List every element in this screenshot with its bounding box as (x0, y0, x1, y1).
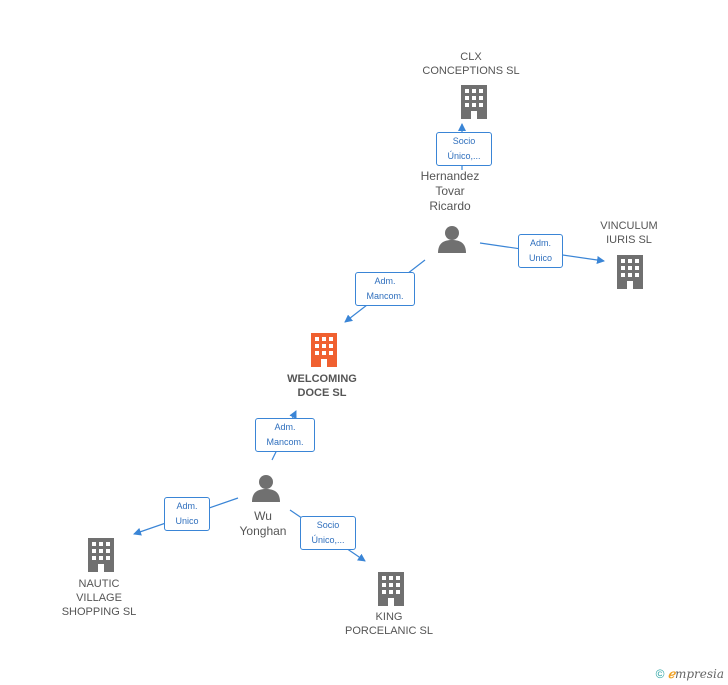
node-label-clx[interactable]: CLX CONCEPTIONS SL (422, 51, 520, 77)
edge-tag-hernandez-clx[interactable]: Socio Único,... (436, 132, 492, 166)
node-label-welcoming[interactable]: WELCOMING DOCE SL (287, 373, 357, 399)
node-label-nautic[interactable]: NAUTIC VILLAGE SHOPPING SL (61, 578, 137, 618)
building-icon[interactable] (376, 572, 406, 606)
edge-tag-hernandez-welcoming[interactable]: Adm. Mancom. (355, 272, 415, 306)
edge-tag-hernandez-vinculum[interactable]: Adm. Unico (518, 234, 563, 268)
brand-logo-text: mpresia (674, 667, 724, 681)
brand-logo-e: ℯ (667, 667, 675, 681)
node-label-king[interactable]: KING PORCELANIC SL (344, 611, 434, 637)
copyright-symbol: © (655, 667, 665, 681)
node-label-vinculum[interactable]: VINCULUM IURIS SL (600, 220, 658, 246)
footer-brand: © ℯmpresia (656, 667, 724, 681)
brand-logo: ℯmpresia (668, 667, 724, 681)
person-icon[interactable] (251, 474, 281, 502)
node-label-wu[interactable]: Wu Yonghan (239, 509, 287, 538)
edge-tag-wu-welcoming[interactable]: Adm. Mancom. (255, 418, 315, 452)
building-icon[interactable] (86, 538, 116, 572)
building-icon[interactable] (615, 255, 645, 289)
building-icon[interactable] (459, 85, 489, 119)
edge-tag-wu-nautic[interactable]: Adm. Unico (164, 497, 210, 531)
node-label-hernandez[interactable]: Hernandez Tovar Ricardo (420, 169, 480, 213)
edge-tag-wu-king[interactable]: Socio Único,... (300, 516, 356, 550)
person-icon[interactable] (437, 225, 467, 253)
building-icon[interactable] (309, 333, 339, 367)
